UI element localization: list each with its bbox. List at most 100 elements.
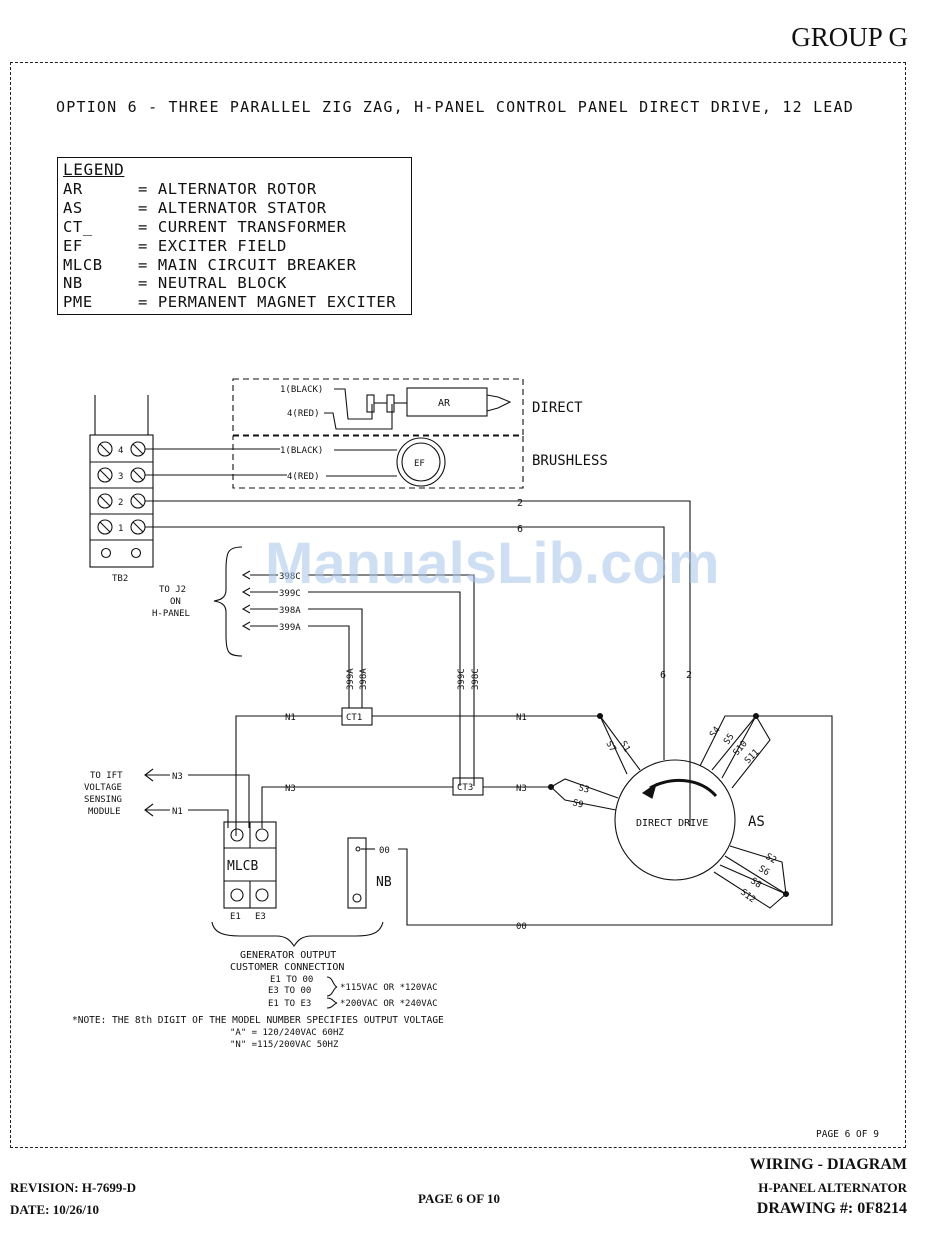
wire-label-black-2: 1(BLACK): [280, 446, 323, 456]
brushless-section-box: [232, 435, 524, 489]
lead-s1: [599, 715, 641, 771]
rotor-tip: [486, 394, 512, 412]
direct-section-box: [232, 378, 524, 436]
wire-00-label: 00: [516, 922, 527, 932]
wire-398a: [308, 608, 363, 708]
wire-n3-left: [261, 786, 453, 828]
nb-00-label: 00: [379, 846, 390, 856]
lead-s6-label: S6: [756, 864, 770, 878]
lead-s12-label: S12: [738, 887, 757, 905]
lead-s10: [721, 715, 757, 779]
wire-label-red-2: 4(RED): [287, 472, 320, 482]
wire-2-label: 2: [517, 498, 523, 509]
legend-item: CT_= CURRENT TRANSFORMER: [63, 218, 406, 237]
ift-note-line4: MODULE: [88, 807, 121, 817]
mlcb-terminal: [255, 888, 269, 902]
ct1-label: CT1: [346, 713, 362, 723]
group-title: GROUP G: [791, 22, 908, 52]
j2-pin: [241, 604, 251, 614]
ift-wire-n3-run: [188, 774, 250, 828]
ift-note-line3: SENSING: [84, 795, 122, 805]
legend-item: NB= NEUTRAL BLOCK: [63, 274, 406, 293]
screw-slot: [99, 495, 111, 507]
output-brace-small-2: [326, 997, 338, 1009]
tb2-terminal-4: 4: [118, 446, 123, 456]
note-line-1: *NOTE: THE 8th DIGIT OF THE MODEL NUMBER…: [72, 1015, 444, 1026]
page-number: PAGE 6 OF 10: [418, 1191, 500, 1206]
n1-label-2: N1: [516, 713, 527, 723]
mlcb-terminal: [230, 828, 244, 842]
ef-inner: [401, 442, 441, 482]
nb-terminal: [355, 846, 361, 852]
drawing-number: DRAWING #: 0F8214: [756, 1200, 907, 1217]
j2-note-line3: H-PANEL: [152, 609, 190, 619]
legend-abbr: CT_: [63, 217, 93, 236]
legend-heading: LEGEND: [63, 160, 125, 179]
legend-item: PME= PERMANENT MAGNET EXCITER: [63, 293, 406, 312]
mlcb-terminal: [230, 888, 244, 902]
n1-label: N1: [285, 713, 296, 723]
direct-label: DIRECT: [532, 400, 583, 416]
ct3-lead-398c: 398C: [471, 668, 481, 690]
note-line-3: "N" =115/200VAC 50HZ: [230, 1040, 339, 1050]
lead-s3-label: S3: [577, 783, 590, 795]
watermark: ManualsLib.com: [265, 531, 720, 596]
wire-398c: [308, 574, 475, 786]
screw-slot: [99, 521, 111, 533]
screw-slot: [99, 443, 111, 455]
n3-label-2: N3: [516, 784, 527, 794]
j2-brace: [213, 546, 243, 657]
lead-s8: [719, 864, 787, 895]
ef-outer: [396, 437, 446, 487]
tb2-terminal-2: 2: [118, 498, 123, 508]
lead-s9-label: S9: [571, 798, 584, 810]
j2-pin: [241, 570, 251, 580]
lead-s9: [550, 786, 617, 811]
s-junction-bottom: [782, 890, 790, 898]
lead-s1-label: S1: [617, 740, 631, 754]
note-line-2: "A" = 120/240VAC 60HZ: [230, 1028, 344, 1038]
lead-s7: [599, 715, 628, 775]
tb2-screw: [97, 519, 113, 535]
tb2-mount-hole: [130, 547, 142, 559]
drawing-title: OPTION 6 - THREE PARALLEL ZIG ZAG, H-PAN…: [56, 98, 854, 116]
legend-box: LEGEND AR= ALTERNATOR ROTOR AS= ALTERNAT…: [57, 157, 412, 315]
rotation-arrowhead: [641, 782, 657, 799]
tb2-screw: [97, 441, 113, 457]
legend-item: EF= EXCITER FIELD: [63, 237, 406, 256]
legend-desc: = EXCITER FIELD: [138, 236, 287, 255]
wire-399c: [308, 591, 461, 786]
nb-screw: [352, 893, 362, 903]
nb-label: NB: [376, 875, 392, 890]
revision: REVISION: H-7699-D: [10, 1180, 137, 1195]
wire-label-red: 4(RED): [287, 409, 320, 419]
legend-desc: = MAIN CIRCUIT BREAKER: [138, 255, 357, 274]
mlcb-label: MLCB: [227, 859, 258, 874]
output-heading-1: GENERATOR OUTPUT: [240, 950, 336, 961]
ar-rotor: [406, 387, 488, 417]
wire-red-direct: [324, 404, 393, 430]
ct3-label: CT3: [457, 783, 473, 793]
legend-abbr: AR: [63, 179, 83, 198]
nb-block: [347, 837, 367, 909]
brushless-label: BRUSHLESS: [532, 453, 608, 469]
legend-desc: = PERMANENT MAGNET EXCITER: [138, 293, 397, 312]
screw-slot: [99, 469, 111, 481]
screw-slot: [132, 495, 144, 507]
wire-00: [398, 715, 833, 926]
legend-abbr: NB: [63, 274, 83, 293]
output-line-a1: E1 TO 00: [270, 975, 313, 985]
output-brace: [211, 921, 384, 947]
wire-n1-left: [235, 715, 342, 836]
tb2-terminal-1: 1: [118, 524, 123, 534]
ift-note-line1: TO IFT: [90, 771, 123, 781]
lead-s12: [713, 871, 787, 909]
lead-s11: [731, 715, 771, 789]
ift-n3-label: N3: [172, 772, 183, 782]
slip-ring-1: [366, 394, 375, 413]
output-voltage-a: *115VAC OR *120VAC: [340, 983, 438, 993]
inner-page-number: PAGE 6 OF 9: [816, 1129, 879, 1140]
wire-2: [145, 500, 691, 826]
tb2-screw: [97, 493, 113, 509]
wire-6-label-2: 6: [660, 670, 666, 681]
